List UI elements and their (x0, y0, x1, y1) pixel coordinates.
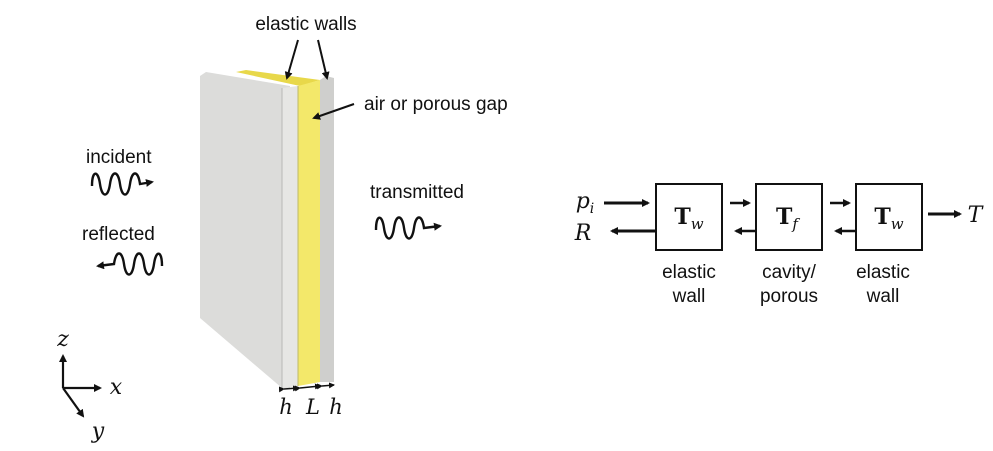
caption-fluid-line2: porous (760, 286, 818, 307)
output-T-label: T (968, 203, 985, 228)
caption-wall-1-line1: elastic (662, 262, 716, 283)
axes-icon (59, 354, 102, 418)
input-pi-label: pi (576, 189, 595, 217)
gap-label: air or porous gap (364, 94, 508, 115)
gap-arrow (312, 103, 355, 120)
panel-illustration (200, 70, 334, 388)
box-wall-2-label: Tw (874, 204, 903, 233)
caption-wall-2-line1: elastic (856, 262, 910, 283)
box-fluid (755, 183, 823, 251)
reflected-label: reflected (82, 224, 155, 245)
incident-wave-icon (90, 172, 154, 196)
box-fluid-label: Tf (776, 204, 800, 233)
transmitted-wave-icon (374, 216, 442, 240)
gap-layer-top (236, 70, 320, 86)
gap-layer (298, 80, 320, 386)
dimension-markers (278, 382, 335, 393)
reflected-wave-icon (96, 252, 164, 276)
box-wall-2 (855, 183, 923, 251)
dim-h-back: h (329, 395, 343, 419)
caption-wall-1-line2: wall (672, 286, 706, 307)
dim-h-front: h (279, 395, 293, 419)
incident-label: incident (86, 147, 152, 168)
box-wall-1 (655, 183, 723, 251)
caption-fluid-line1: cavity/ (762, 262, 817, 283)
axis-z-label: z (56, 327, 69, 352)
block-diagram: pi R Tw Tf Tw T elastic wall cavity/ por… (574, 183, 985, 307)
dim-L: L (305, 395, 320, 419)
box-wall-1-label: Tw (674, 204, 703, 233)
back-wall-face (320, 76, 334, 382)
axis-y-label: y (91, 419, 105, 444)
transmitted-label: transmitted (370, 182, 464, 203)
front-wall-edge (282, 86, 298, 388)
elastic-walls-label: elastic walls (255, 14, 356, 35)
input-R-label: R (574, 221, 592, 246)
axis-x-label: x (110, 375, 123, 400)
front-wall-face (200, 72, 290, 388)
elastic-wall-arrow-back (317, 39, 330, 80)
caption-wall-2-line2: wall (866, 286, 900, 307)
elastic-wall-arrow-front (284, 39, 299, 80)
